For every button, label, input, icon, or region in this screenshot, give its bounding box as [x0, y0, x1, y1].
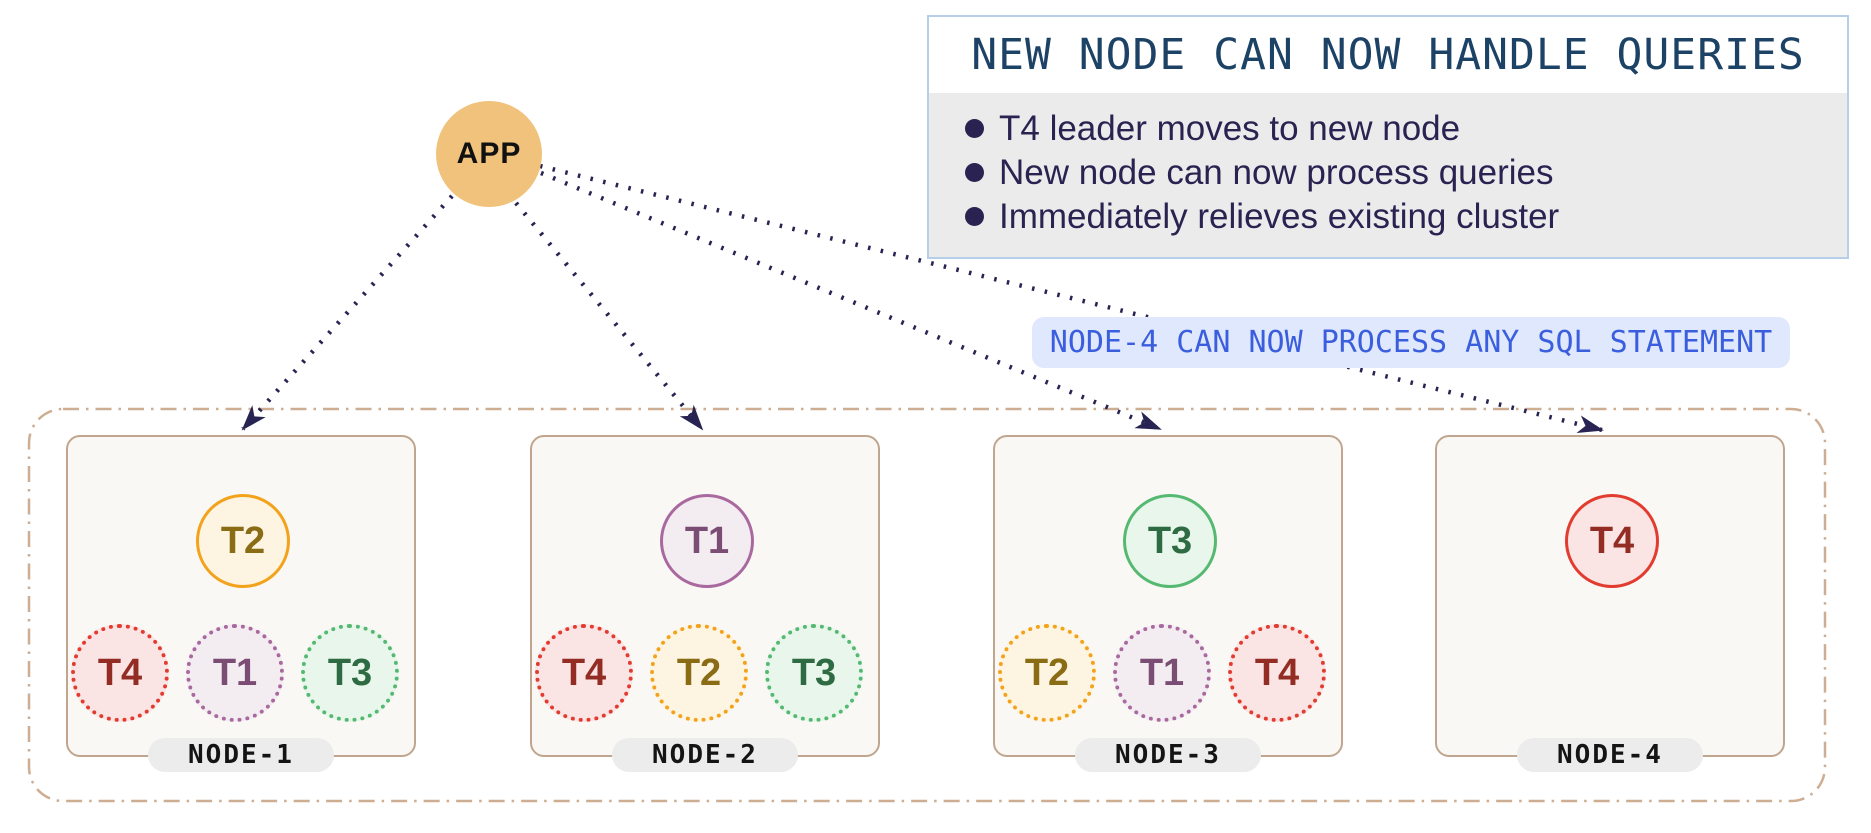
node-name-pill: NODE-3 [1075, 738, 1261, 772]
follower-tablet: T2 [998, 624, 1096, 722]
node-card-3: T3 T2 T1 T4 NODE-3 [993, 435, 1343, 772]
follower-tablet: T3 [301, 624, 399, 722]
follower-tablet: T4 [535, 624, 633, 722]
info-box-body: T4 leader moves to new node New node can… [929, 93, 1847, 257]
bullet-dot-icon [965, 119, 984, 138]
leader-tablet: T3 [1123, 494, 1217, 588]
info-bullet-item: Immediately relieves existing cluster [929, 195, 1827, 239]
node-card-4: T4 NODE-4 [1435, 435, 1785, 772]
follower-tablet: T2 [650, 624, 748, 722]
info-box: NEW NODE CAN NOW HANDLE QUERIES T4 leade… [927, 15, 1849, 259]
node-name-pill: NODE-4 [1517, 738, 1703, 772]
follower-tablet: T3 [765, 624, 863, 722]
node-card-2: T1 T4 T2 T3 NODE-2 [530, 435, 880, 772]
info-bullet-item: New node can now process queries [929, 151, 1827, 195]
node-name-pill: NODE-1 [148, 738, 334, 772]
info-bullet-text: T4 leader moves to new node [999, 109, 1461, 148]
app-circle: APP [436, 101, 542, 207]
leader-tablet: T4 [1565, 494, 1659, 588]
bullet-dot-icon [965, 163, 984, 182]
node-card-1: T2 T4 T1 T3 NODE-1 [66, 435, 416, 772]
info-bullet-item: T4 leader moves to new node [929, 107, 1827, 151]
follower-tablet: T4 [71, 624, 169, 722]
leader-tablet: T2 [196, 494, 290, 588]
cluster-dashed-rect [27, 407, 1827, 803]
bullet-dot-icon [965, 207, 984, 226]
leader-tablet: T1 [660, 494, 754, 588]
info-bullet-text: New node can now process queries [999, 153, 1554, 192]
follower-tablet: T1 [1113, 624, 1211, 722]
node4-callout-label: NODE-4 CAN NOW PROCESS ANY SQL STATEMENT [1032, 317, 1790, 368]
follower-tablet: T1 [186, 624, 284, 722]
info-box-title: NEW NODE CAN NOW HANDLE QUERIES [971, 30, 1805, 80]
node-name-pill: NODE-2 [612, 738, 798, 772]
follower-tablet: T4 [1228, 624, 1326, 722]
info-bullet-list: T4 leader moves to new node New node can… [929, 107, 1827, 239]
info-bullet-text: Immediately relieves existing cluster [999, 197, 1560, 236]
